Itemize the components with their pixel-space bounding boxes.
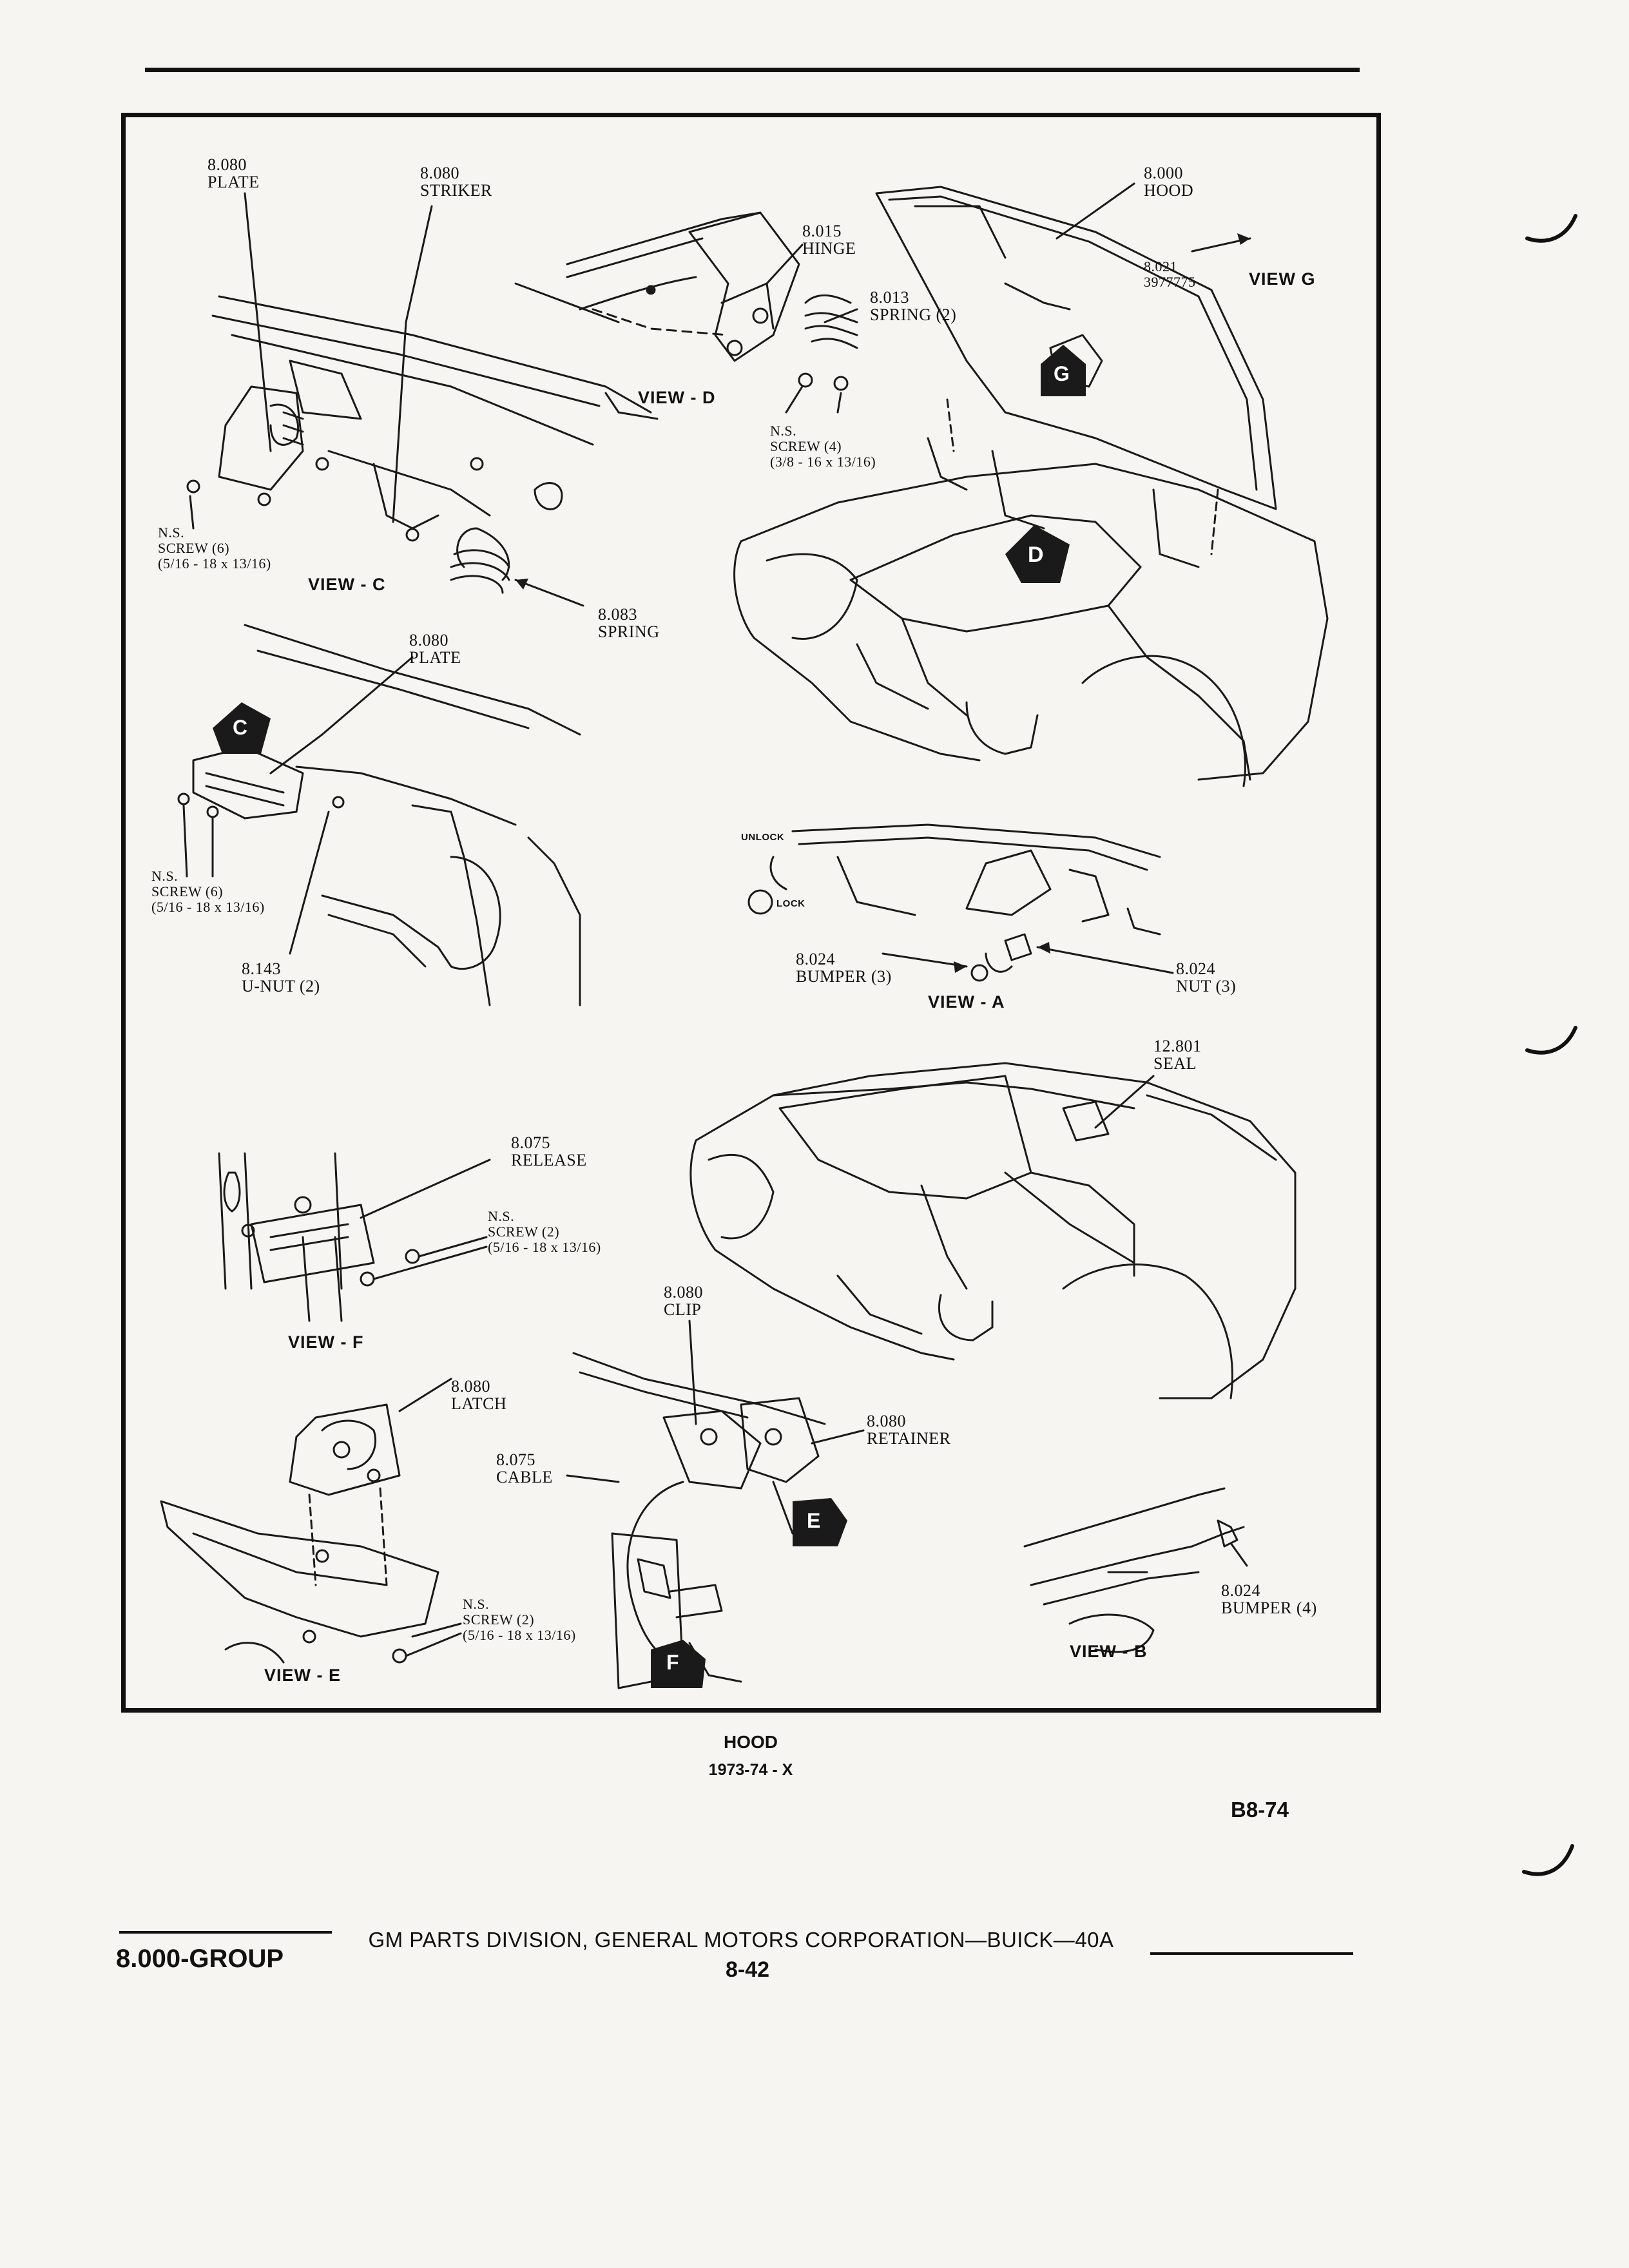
view-marker-d: D: [1002, 522, 1073, 586]
label-clip: 8.080 CLIP: [664, 1283, 703, 1319]
marker-letter-f: F: [666, 1651, 679, 1674]
label-bumper-b: 8.024 BUMPER (4): [1221, 1581, 1317, 1617]
marker-shape-e: [793, 1498, 847, 1546]
closed-hood-car-drawing: [689, 1062, 1296, 1399]
label-plate-mid: 8.080 PLATE: [409, 631, 461, 667]
label-ns-screw-e: N.S. SCREW (2) (5/16 - 18 x 13/16): [463, 1596, 576, 1643]
top-rule: [145, 68, 1360, 72]
footer-rule-right: [1150, 1952, 1353, 1955]
label-retainer: 8.080 RETAINER: [867, 1412, 951, 1448]
view-title-d: VIEW - D: [638, 388, 716, 407]
diagram-frame: [121, 113, 1381, 1713]
view-a-drawing: [747, 823, 1161, 982]
label-spring-hinge: 8.013 SPRING (2): [870, 288, 957, 324]
caption-ref: B8-74: [1231, 1798, 1289, 1821]
marker-letter-d: D: [1028, 543, 1044, 567]
view-title-a: VIEW - A: [928, 992, 1005, 1012]
label-bumper-a: 8.024 BUMPER (3): [796, 950, 892, 986]
label-release: 8.075 RELEASE: [511, 1133, 587, 1169]
view-marker-g: G: [1034, 341, 1092, 399]
marker-shape-c: [213, 702, 271, 754]
plate-view-drawing: [177, 624, 581, 1006]
label-hinge: 8.015 HINGE: [802, 222, 856, 258]
label-ns-screw-f: N.S. SCREW (2) (5/16 - 18 x 13/16): [488, 1208, 601, 1255]
footer-rule-left: [119, 1931, 332, 1934]
arrowheads: [516, 233, 1250, 973]
label-hood-part: 8.021 3977775: [1144, 258, 1196, 290]
leader-lines: [182, 182, 1251, 1657]
marker-letter-c: C: [233, 716, 248, 739]
view-c-drawing: [186, 282, 659, 594]
label-spring-c: 8.083 SPRING: [598, 605, 660, 641]
view-d-drawing: [566, 211, 858, 391]
view-title-b: VIEW - B: [1070, 1642, 1148, 1661]
label-nut-a: 8.024 NUT (3): [1176, 959, 1237, 995]
view-title-g: VIEW G: [1249, 269, 1316, 289]
view-title-e: VIEW - E: [264, 1666, 342, 1685]
view-marker-f: F: [644, 1637, 709, 1691]
marker-shape-d: [1005, 525, 1070, 583]
caption-subtitle: 1973-74 - X: [708, 1761, 793, 1779]
view-title-f: VIEW - F: [288, 1332, 364, 1352]
label-lock: LOCK: [776, 898, 805, 909]
view-f-drawing: [218, 1152, 420, 1322]
view-b-drawing: [1023, 1487, 1245, 1653]
label-ns-screw-d: N.S. SCREW (4) (3/8 - 16 x 13/16): [770, 423, 876, 470]
label-striker: 8.080 STRIKER: [420, 164, 492, 200]
label-ns-screw-plate: N.S. SCREW (6) (5/16 - 18 x 13/16): [151, 868, 265, 915]
label-seal: 12.801 SEAL: [1153, 1037, 1202, 1073]
label-unut: 8.143 U-NUT (2): [242, 959, 320, 995]
view-title-c: VIEW - C: [308, 575, 386, 594]
footer-company: GM PARTS DIVISION, GENERAL MOTORS CORPOR…: [368, 1928, 1114, 1952]
label-ns-screw-c: N.S. SCREW (6) (5/16 - 18 x 13/16): [158, 524, 271, 572]
label-unlock: UNLOCK: [741, 832, 785, 843]
marker-letter-g: G: [1054, 362, 1070, 385]
marker-shape-g: [1041, 345, 1086, 396]
marker-letter-e: E: [807, 1509, 821, 1532]
footer-page: 8-42: [725, 1957, 770, 1982]
view-e-drawing: [160, 1403, 439, 1664]
label-hood: 8.000 HOOD: [1144, 164, 1194, 200]
marker-shape-f: [651, 1640, 706, 1688]
view-marker-c: C: [209, 699, 274, 757]
view-marker-e: E: [786, 1495, 851, 1550]
caption-title: HOOD: [724, 1732, 778, 1752]
label-cable: 8.075 CABLE: [496, 1450, 553, 1486]
label-latch: 8.080 LATCH: [451, 1377, 507, 1413]
label-plate-top: 8.080 PLATE: [207, 155, 260, 191]
footer-group: 8.000-GROUP: [116, 1945, 284, 1973]
